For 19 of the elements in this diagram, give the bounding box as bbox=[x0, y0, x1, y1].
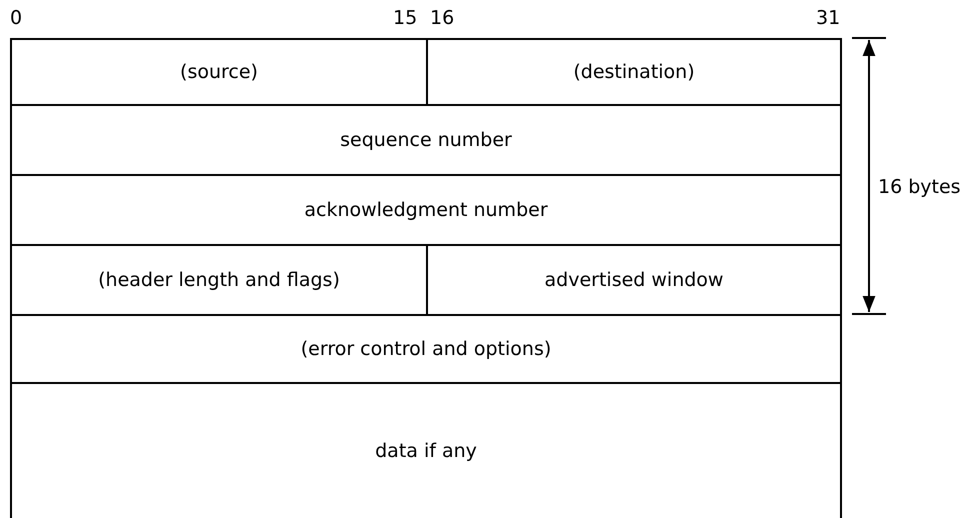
bit-number: 15 bbox=[393, 7, 418, 29]
field-label: advertised window bbox=[544, 269, 724, 291]
dimension-label: 16 bytes bbox=[878, 176, 961, 198]
header-field bbox=[10, 174, 842, 246]
header-field bbox=[10, 104, 842, 176]
bit-number: 31 bbox=[816, 7, 840, 29]
header-field bbox=[426, 38, 842, 106]
field-label: (header length and flags) bbox=[98, 269, 340, 291]
header-field bbox=[10, 38, 428, 106]
bit-number: 0 bbox=[10, 7, 22, 29]
field-label: sequence number bbox=[340, 129, 512, 151]
data-field bbox=[10, 382, 842, 518]
field-label: data if any bbox=[375, 440, 477, 462]
field-label: (error control and options) bbox=[300, 338, 552, 360]
header-field bbox=[10, 314, 842, 384]
field-label: (destination) bbox=[573, 61, 695, 83]
bit-number: 16 bbox=[430, 7, 454, 29]
field-label: (source) bbox=[180, 61, 258, 83]
field-label: acknowledgment number bbox=[304, 199, 548, 221]
